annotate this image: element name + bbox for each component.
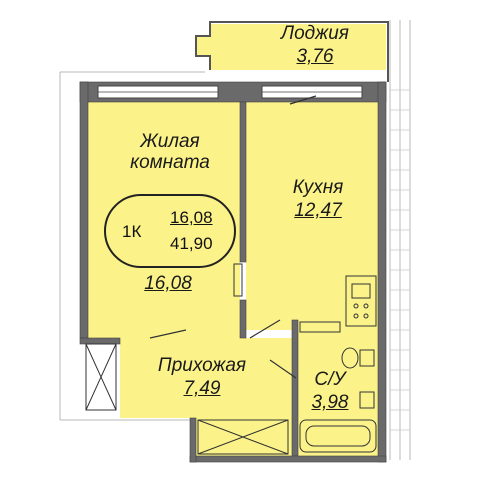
apartment-badge: 1К 16,08 41,90: [104, 194, 236, 268]
kitchen-name: Кухня: [292, 177, 344, 198]
hallway-name: Прихожая: [157, 355, 247, 376]
hallway-label: Прихожая 7,49: [142, 356, 262, 398]
doors: [149, 95, 317, 379]
living-label: Жилая комната: [100, 132, 240, 172]
kitchen-area: 12,47: [294, 200, 342, 221]
bathroom-fixtures: [299, 321, 377, 453]
bathroom-area: 3,98: [311, 392, 349, 413]
bathroom-name: С/У: [314, 369, 346, 390]
living-area: 16,08: [144, 273, 192, 294]
right-hatch: [390, 89, 410, 431]
living-name-1: Жилая: [140, 131, 200, 152]
bathroom-label: С/У 3,98: [300, 370, 360, 412]
loggia-area: 3,76: [296, 46, 334, 67]
apartment-type: 1К: [122, 222, 142, 241]
loggia-outline: [195, 21, 389, 82]
loggia-label: Лоджия 3,76: [260, 24, 370, 66]
hallway-area: 7,49: [183, 378, 221, 399]
storage-cross: [85, 343, 289, 455]
badge-total-area: 41,90: [170, 234, 213, 253]
loggia-name: Лоджия: [281, 23, 349, 44]
hallway-floor: [120, 338, 298, 456]
stove: [345, 275, 377, 327]
loggia-floor: [196, 24, 386, 70]
living-name-2: комната: [130, 152, 210, 173]
outer-structure: [59, 20, 411, 460]
kitchen-label: Кухня 12,47: [268, 178, 368, 220]
badge-living-area: 16,08: [170, 208, 213, 227]
